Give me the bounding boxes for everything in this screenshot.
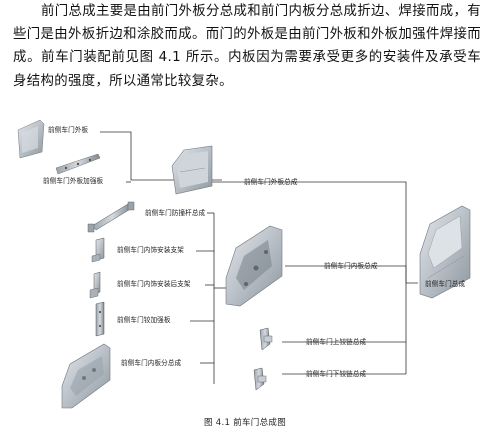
label-inner-sub-assembly: 前侧车门内板分总成 xyxy=(121,359,182,367)
outer-reinforcement-part xyxy=(55,153,101,175)
label-upper-hinge: 前侧车门上铰链总成 xyxy=(306,338,367,346)
rear-bracket-part xyxy=(89,271,101,299)
label-anti-collision-beam: 前侧车门防撞杆总成 xyxy=(145,209,206,217)
door-assembly-part xyxy=(419,205,471,299)
door-assembly-diagram: 前侧车门外板 前侧车门外板加强板 前侧车门外板总成 前侧车门防撞杆总成 前侧车门… xyxy=(0,108,490,434)
label-reinforcement-plate: 前侧车门铰加强板 xyxy=(117,316,171,324)
connector-lines xyxy=(100,131,418,384)
lower-hinge-part xyxy=(253,367,267,391)
upper-hinge-part xyxy=(259,327,273,351)
anti-collision-beam-part xyxy=(87,201,135,233)
outer-assembly-part xyxy=(171,145,213,195)
outer-panel-part xyxy=(17,119,45,159)
diagram-graphics xyxy=(17,119,471,409)
label-inner-assembly: 前侧车门内板总成 xyxy=(324,262,378,270)
figure-caption: 图 4.1 前车门总成图 xyxy=(203,418,287,428)
label-outer-reinforcement: 前侧车门外板加强板 xyxy=(43,177,104,185)
label-door-assembly: 前侧车门总成 xyxy=(425,280,466,288)
inner-assembly-part xyxy=(225,225,283,307)
label-lower-hinge: 前侧车门下铰链总成 xyxy=(306,370,367,378)
reinforcement-plate-part xyxy=(95,301,105,337)
inner-sub-assembly-part xyxy=(61,343,111,409)
label-rear-bracket: 前侧车门内饰安装后支架 xyxy=(117,280,191,288)
label-outer-panel: 前侧车门外板 xyxy=(48,126,89,134)
body-paragraph: 前门总成主要是由前门外板分总成和前门内板分总成折边、焊接而成，有些门是由外板折边… xyxy=(13,4,481,89)
label-front-bracket: 前侧车门内饰安装支架 xyxy=(117,246,184,254)
label-outer-assembly: 前侧车门外板总成 xyxy=(244,178,298,186)
front-bracket-part xyxy=(91,237,105,263)
